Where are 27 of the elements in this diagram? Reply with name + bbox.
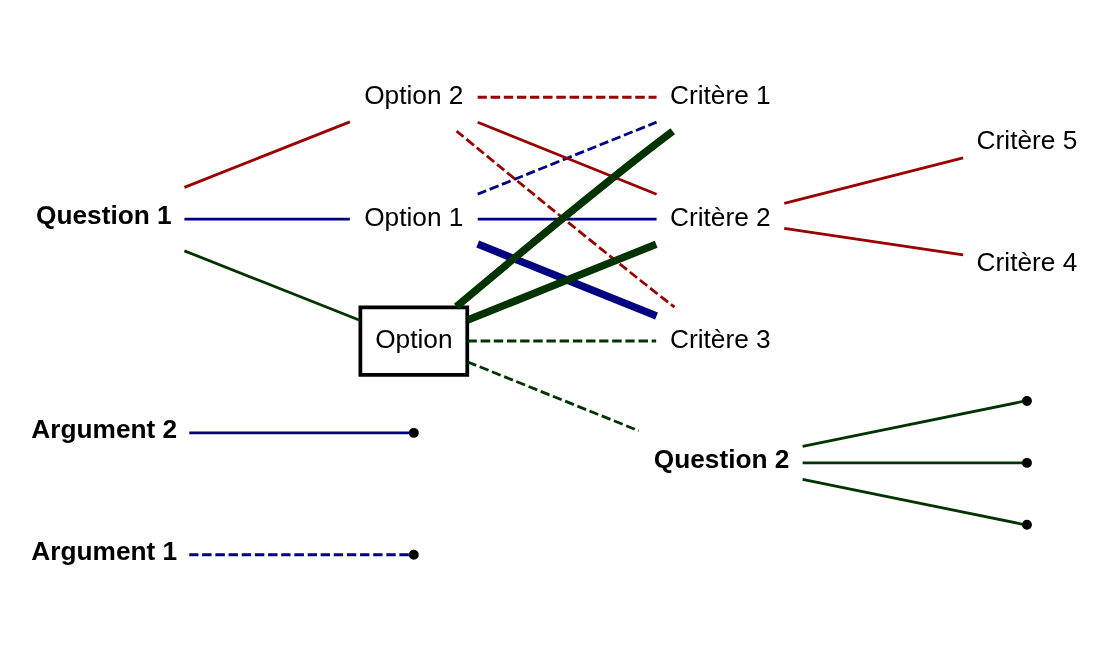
node-text: Critère 5: [976, 125, 1078, 156]
connector: [477, 95, 657, 99]
connector: [783, 156, 964, 205]
connector: [467, 360, 640, 433]
node-text: Question 2: [653, 443, 790, 474]
node-text: Critère 4: [976, 247, 1078, 278]
connector: [802, 477, 1023, 526]
connector: [184, 217, 350, 221]
node-text: Option 2: [364, 80, 464, 111]
connector: [189, 431, 410, 435]
connector: [467, 339, 657, 343]
node-text: Option 1: [364, 202, 464, 233]
node-text: Critère 1: [670, 80, 771, 111]
connector: [784, 226, 964, 257]
node-text: Critère 3: [670, 323, 771, 354]
connector: [802, 461, 1023, 465]
connector: [183, 120, 351, 189]
node-text: Question 1: [36, 200, 172, 231]
connector: [189, 553, 410, 557]
node-text: Critère 2: [670, 202, 771, 233]
connector: [183, 249, 361, 322]
connector: [477, 120, 658, 196]
node-text: Argument 2: [31, 413, 178, 444]
node-text: Argument 1: [31, 535, 178, 566]
node-box: Option: [358, 305, 470, 377]
connector: [477, 217, 657, 221]
connector: [802, 400, 1023, 448]
